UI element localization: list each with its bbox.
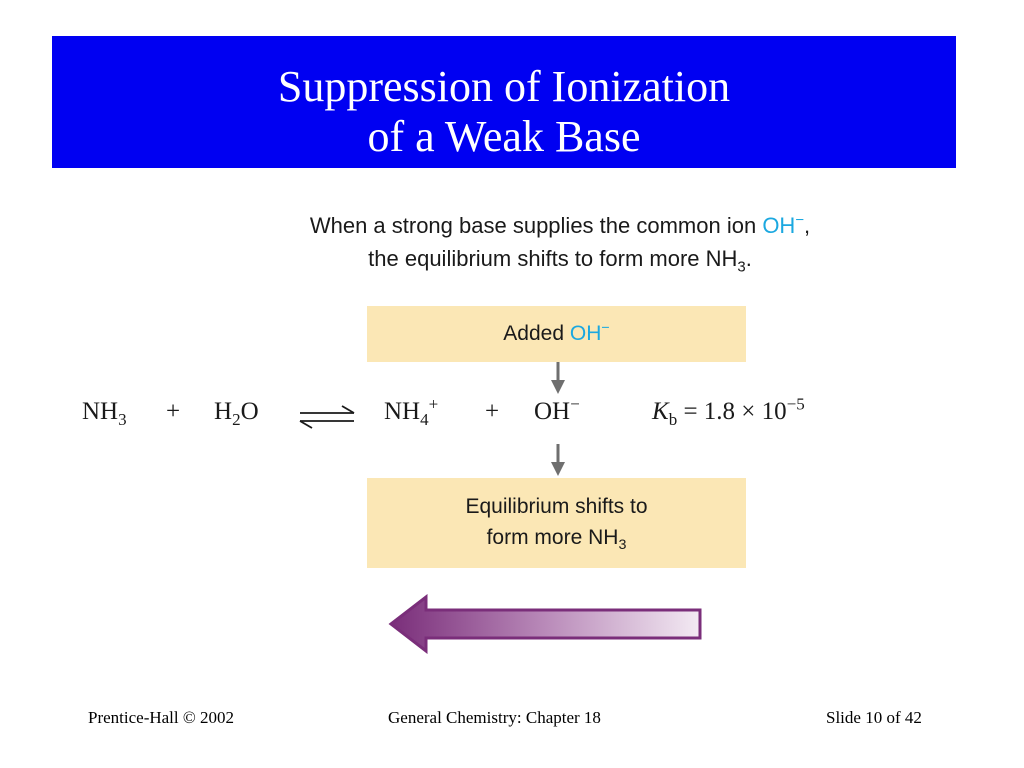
nh4-formula: NH xyxy=(384,398,421,425)
oh-charge: − xyxy=(570,394,580,414)
kb-exponent: −5 xyxy=(786,394,805,414)
shift-line-2-text: form more NH xyxy=(486,526,619,549)
h2o-subscript: 2 xyxy=(232,410,241,429)
equilibrium-arrows-icon xyxy=(299,405,355,429)
slide-title-line-1: Suppression of Ionization xyxy=(277,62,731,111)
reactant-nh3: NH3 xyxy=(82,398,127,429)
caption-ion-formula: OH xyxy=(762,213,796,238)
caption-line-1: When a strong base supplies the common i… xyxy=(240,213,880,239)
kb-symbol: K xyxy=(652,398,669,425)
nh3-formula: NH xyxy=(82,398,119,425)
shift-line-2-subscript: 3 xyxy=(618,537,627,554)
shift-left-arrow-icon xyxy=(388,594,702,654)
product-oh-minus: OH− xyxy=(534,394,580,426)
equilibrium-shift-box: Equilibrium shifts to form more NH3 xyxy=(367,478,746,568)
caption-ion-charge: − xyxy=(795,211,805,229)
kb-value: = 1.8 × 10 xyxy=(683,398,787,425)
kb-subscript: b xyxy=(668,410,678,429)
caption-text-1: When a strong base supplies the common i… xyxy=(309,213,763,238)
footer-copyright: Prentice-Hall © 2002 xyxy=(88,708,235,727)
down-arrow-icon xyxy=(551,444,565,476)
h2o-o: O xyxy=(240,398,259,425)
down-arrow-icon xyxy=(551,362,565,394)
caption-subscript: 3 xyxy=(737,258,746,276)
plus-sign-2: + xyxy=(485,398,500,425)
reactant-h2o: H2O xyxy=(214,398,259,429)
added-ion-charge: − xyxy=(601,320,610,336)
slide-title-line-2: of a Weak Base xyxy=(367,112,641,161)
caption-line-2: the equilibrium shifts to form more NH3. xyxy=(240,246,880,276)
product-nh4-plus: NH4+ xyxy=(384,394,439,429)
added-ion-formula: OH xyxy=(569,322,602,345)
h2o-h: H xyxy=(214,398,233,425)
shift-line-2: form more NH3 xyxy=(367,522,746,554)
slide-title-bar: Suppression of Ionization of a Weak Base xyxy=(52,36,956,168)
nh3-subscript: 3 xyxy=(118,410,127,429)
shift-line-1: Equilibrium shifts to xyxy=(465,495,648,518)
added-ion: OH− xyxy=(569,320,610,345)
nh4-subscript: 4 xyxy=(420,410,429,429)
added-label: Added xyxy=(503,322,570,345)
caption-text-2: the equilibrium shifts to form more NH xyxy=(368,246,738,271)
footer-slide-number: Slide 10 of 42 xyxy=(826,708,922,727)
kb-expression: Kb = 1.8 × 10−5 xyxy=(652,394,805,429)
nh4-charge: + xyxy=(428,394,439,414)
caption-comma: , xyxy=(804,213,811,238)
footer-chapter: General Chemistry: Chapter 18 xyxy=(388,708,601,727)
caption-ion: OH− xyxy=(762,213,804,238)
plus-sign-1: + xyxy=(166,398,181,425)
added-ion-box: Added OH− xyxy=(367,306,746,362)
caption-period: . xyxy=(745,246,752,271)
oh-formula: OH xyxy=(534,398,571,425)
